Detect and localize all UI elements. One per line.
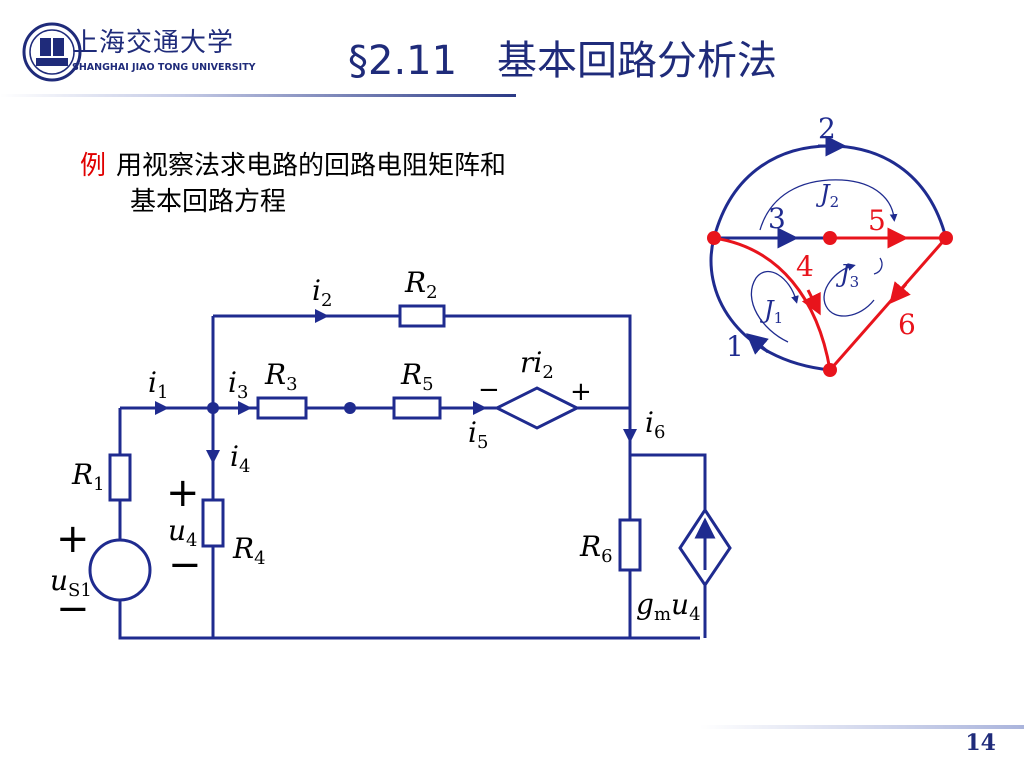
branch-label-1: 1 [726, 330, 744, 363]
wire-top-right [444, 314, 632, 408]
resistor-r6 [618, 518, 642, 572]
loop-label-j2: J2 [815, 180, 839, 211]
dependent-voltage-source [493, 386, 581, 430]
label-i4: i4 [230, 440, 250, 477]
university-logo [22, 22, 242, 82]
resistor-r5 [392, 396, 442, 420]
loop-j2-arrow [759, 179, 898, 231]
branch-1 [709, 237, 831, 372]
sign-plus-u4: + [166, 470, 200, 516]
branch-label-4: 4 [796, 250, 814, 283]
label-r1: R1 [71, 458, 105, 495]
sign-minus-us1: − [56, 586, 90, 632]
example-tag: 例 [80, 151, 107, 181]
label-gm-u4: gmu4 [636, 588, 701, 625]
graph-node-left [707, 231, 721, 245]
label-i5: i5 [468, 416, 488, 453]
example-line-2: 基本回路方程 [130, 187, 287, 217]
resistor-r1 [108, 453, 132, 502]
graph-node-right [939, 231, 953, 245]
node-a [207, 402, 219, 414]
branch-6 [828, 237, 948, 371]
wire-cs-top [630, 453, 707, 510]
graph-node-bottom [823, 363, 837, 377]
branch-label-5: 5 [868, 204, 886, 237]
sign-minus-u4: − [168, 542, 202, 588]
wire-bottom [118, 600, 700, 640]
network-graph: 2 3 5 4 6 1 J2 J3 J1 [707, 112, 953, 377]
example-text: 例用视察法求电路的回路电阻矩阵和 基本回路方程 [80, 148, 506, 220]
label-r5: R5 [400, 358, 434, 395]
label-u4: u4 [168, 514, 198, 551]
branch-label-2: 2 [818, 112, 836, 145]
resistor-r3 [256, 396, 308, 420]
label-us1: uS1 [50, 564, 92, 601]
page-title: §2.11 基本回路分析法 [348, 38, 778, 84]
label-i6: i6 [645, 406, 665, 443]
label-r3: R3 [264, 358, 298, 395]
logo-chinese-name: 上海交通大学 [72, 28, 235, 58]
sign-plus-us1: + [56, 516, 90, 562]
title-underline [0, 94, 516, 97]
label-i1: i1 [148, 366, 168, 403]
label-r4: R4 [232, 532, 266, 569]
branch-4 [713, 236, 832, 371]
loop-label-j3: J3 [835, 260, 859, 291]
resistor-r2 [398, 304, 446, 328]
page-number: 14 [965, 730, 996, 756]
label-r2: R2 [404, 266, 438, 303]
branch-2 [712, 144, 948, 239]
seal-icon [22, 22, 82, 82]
node-b [344, 402, 356, 414]
footer-line [700, 725, 1024, 729]
label-ri2: ri2 [520, 346, 554, 383]
label-i2: i2 [312, 274, 332, 311]
branch-label-6: 6 [898, 308, 916, 341]
example-line-1: 用视察法求电路的回路电阻矩阵和 [116, 151, 507, 181]
label-i3: i3 [228, 366, 248, 403]
logo-english-name: SHANGHAI JIAO TONG UNIVERSITY [72, 62, 256, 73]
loop-j3-arrow [823, 257, 883, 317]
branch-label-3: 3 [768, 202, 786, 235]
sign-plus-dep: + [570, 377, 592, 407]
graph-node-top-middle [823, 231, 837, 245]
voltage-source-us1 [88, 538, 152, 602]
loop-j1-arrow [750, 271, 799, 343]
sign-minus-dep: − [478, 375, 500, 405]
label-r6: R6 [579, 530, 613, 567]
resistor-r4 [201, 498, 225, 548]
